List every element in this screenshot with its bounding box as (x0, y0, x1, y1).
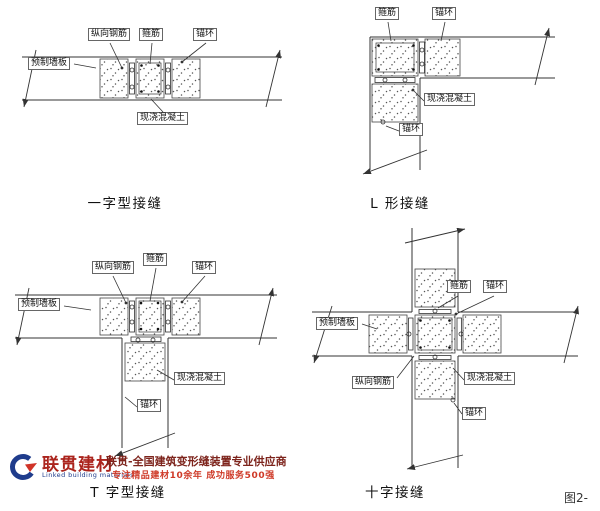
stirrup-loop (417, 317, 453, 351)
precast-blocks (368, 268, 502, 400)
diagram-cross-drawing (312, 227, 580, 470)
label-longitudinal-rebar: 纵向钢筋 (88, 28, 131, 41)
leader-lines (63, 267, 206, 408)
label-anchor-ring: 锚环 (432, 7, 457, 20)
label-longitudinal-rebar: 纵向钢筋 (352, 376, 395, 389)
caption-cross-joint: 十字接缝 (365, 485, 425, 501)
brand-name: 联贯建材 (42, 455, 114, 475)
label-anchor-ring: 锚环 (137, 399, 162, 412)
label-anchor-ring: 锚环 (193, 28, 218, 41)
joint-seams (129, 62, 171, 95)
diagram-straight-drawing (22, 42, 282, 113)
anchor-rings (406, 308, 464, 403)
wall-outline (312, 228, 578, 468)
leader-lines (385, 21, 446, 132)
label-stirrup: 箍筋 (139, 28, 164, 41)
brand-tagline: 联贯-全国建筑变形缝装置专业供应商 (106, 455, 287, 468)
label-cast-concrete: 现浇混凝土 (137, 112, 189, 125)
label-precast-panel: 预制墙板 (28, 57, 71, 70)
label-stirrup: 箍筋 (447, 280, 472, 293)
brand-logo-icon (9, 454, 37, 480)
label-cast-concrete: 现浇混凝土 (174, 372, 226, 385)
brand-subline: 专注精品建材10余年 成功服务500强 (112, 471, 275, 481)
precast-blocks (99, 58, 201, 99)
wall-outline (15, 294, 277, 448)
diagram-t-drawing (15, 267, 277, 457)
caption-t-joint: T 字型接缝 (90, 485, 166, 501)
anchor-rings (380, 47, 425, 125)
stirrup-loop (375, 42, 415, 73)
precast-blocks (371, 38, 461, 123)
caption-l-joint: L 形接缝 (370, 196, 430, 212)
diagram-l-drawing (362, 21, 555, 175)
break-marks (313, 227, 580, 470)
figure-number: 图2- (564, 491, 588, 505)
label-anchor-ring: 锚环 (483, 280, 508, 293)
label-precast-panel: 预制墙板 (18, 298, 61, 311)
anchor-rings (129, 304, 171, 343)
break-marks (15, 287, 275, 457)
label-stirrup: 箍筋 (143, 253, 168, 266)
label-longitudinal-rebar: 纵向钢筋 (92, 261, 135, 274)
label-anchor-ring: 锚环 (192, 261, 217, 274)
label-stirrup: 箍筋 (375, 7, 400, 20)
label-anchor-ring: 锚环 (399, 123, 424, 136)
joint-seams (374, 41, 425, 83)
break-marks (362, 27, 551, 175)
label-precast-panel: 预制墙板 (316, 317, 359, 330)
label-anchor-ring: 锚环 (462, 407, 487, 420)
joint-seams (129, 300, 171, 342)
caption-straight-joint: 一字型接缝 (87, 196, 163, 212)
wall-outline (369, 36, 555, 170)
anchor-rings (129, 67, 171, 90)
leader-lines (73, 42, 207, 113)
label-cast-concrete: 现浇混凝土 (464, 372, 516, 385)
leader-lines (361, 295, 495, 415)
label-cast-concrete: 现浇混凝土 (424, 93, 476, 106)
brand-name-english: Linked building materials (42, 471, 134, 479)
